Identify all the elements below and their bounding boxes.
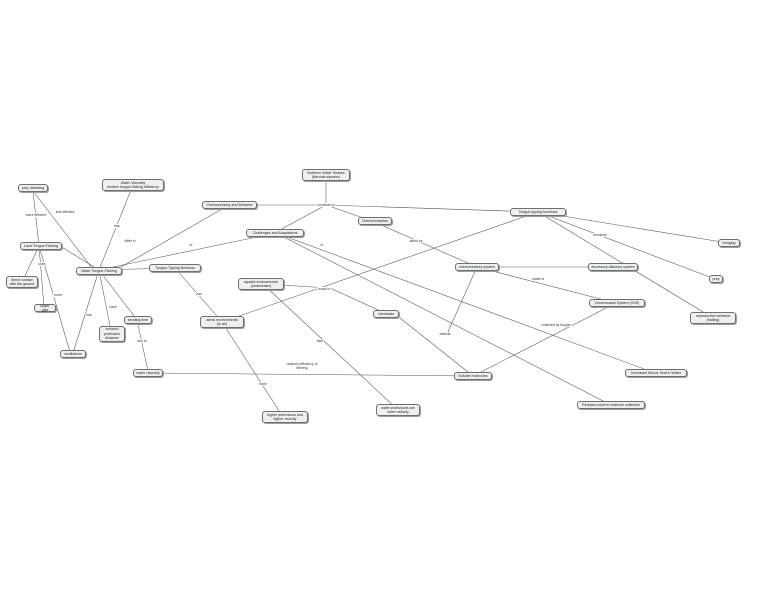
- edge: [98, 189, 132, 271]
- node-water-protrusions[interactable]: water protrusions are lower velocity: [376, 404, 420, 416]
- node-northern-water-snakes[interactable]: Northern Water Snakes (Nerodia sipedon): [302, 169, 350, 181]
- edge-label-have: have: [108, 305, 118, 309]
- edge-label-has-1: has: [113, 224, 121, 228]
- edge-label-connects-to: connects to: [316, 203, 336, 207]
- edge-label-collected-by-tongue: collected by tongue: [540, 323, 572, 327]
- edge-label-to: to: [188, 243, 194, 247]
- node-larger-gap[interactable]: larger gap: [34, 304, 56, 312]
- edge: [22, 245, 40, 281]
- node-soluble-molecules[interactable]: Soluble molecules: [454, 372, 492, 380]
- node-land-tongue-flicking[interactable]: Land Tongue-Flicking: [20, 242, 62, 250]
- edge: [537, 211, 716, 280]
- edge-label-uses: uses: [37, 262, 47, 266]
- edge-label-reduced-efficiency: reduces efficiency of filtering: [285, 362, 319, 370]
- node-higher-protrusions[interactable]: higher protrusions and higher velocity: [262, 411, 308, 423]
- edge: [98, 269, 138, 321]
- edge: [38, 245, 45, 308]
- edge: [98, 232, 277, 271]
- edge-label-has-3: has: [195, 292, 203, 296]
- node-tongue-tipping-functions[interactable]: Tongue tipping functions: [510, 208, 566, 216]
- edge-label-made-of: made of: [530, 277, 546, 281]
- edge-label-due-to: due to: [136, 339, 148, 343]
- edge: [221, 211, 539, 323]
- edge-label-in: in: [319, 243, 325, 247]
- node-chemosensory-behavior[interactable]: Chemosensory and Behavior: [202, 201, 257, 209]
- node-accessory-olfactory[interactable]: accessory olfactory system: [588, 263, 638, 271]
- edge: [59, 245, 100, 271]
- node-aquatic-environments[interactable]: aquatic environments (underwater): [238, 278, 284, 290]
- edge-label-more-efficient: more efficient: [24, 213, 48, 217]
- edge-label-less-efficient: less efficient: [54, 210, 76, 214]
- node-water-tongue-flicking[interactable]: Water Tongue-Flicking: [76, 267, 122, 275]
- edge-label-have-2: have: [258, 382, 268, 386]
- edge: [136, 319, 149, 372]
- edge: [72, 269, 100, 354]
- edge: [98, 269, 112, 332]
- edge-label-aids-in: aided by: [408, 239, 424, 243]
- node-chemosensory-system[interactable]: chemosensory system: [455, 263, 499, 271]
- edge-label-has-2: has: [85, 313, 93, 317]
- node-water-viscosity[interactable]: water viscosity: [133, 369, 163, 377]
- edge: [275, 232, 612, 406]
- edge: [399, 317, 474, 377]
- node-water-viscosity-note[interactable]: Water Viscosity hinders tongue-flicking …: [102, 179, 164, 191]
- edge: [32, 190, 40, 247]
- node-chemoreception[interactable]: Chemoreception: [358, 217, 392, 225]
- node-oscillations[interactable]: oscillations: [60, 350, 86, 358]
- edge: [147, 372, 474, 377]
- node-foraging[interactable]: foraging: [718, 239, 740, 247]
- node-sending-time[interactable]: sending time: [124, 316, 152, 324]
- edge: [537, 211, 729, 244]
- edge: [262, 283, 399, 411]
- edge-label-functions: functions: [592, 233, 608, 237]
- edge-label-detects: detects: [438, 332, 452, 336]
- node-tongue-tipping-behavior[interactable]: Tongue-Tipping Behavior: [149, 264, 201, 272]
- edge: [476, 266, 617, 304]
- node-chemicals[interactable]: chemicals: [373, 310, 399, 318]
- edge: [371, 220, 478, 268]
- node-pray[interactable]: prey: [709, 275, 723, 283]
- edge: [32, 190, 93, 269]
- edge: [472, 302, 617, 377]
- edge: [325, 204, 539, 213]
- node-reproductive-behavior[interactable]: reproductive behavior (trailing): [690, 312, 736, 324]
- node-vomeronasal[interactable]: Vomeronasal System (VNS): [589, 299, 645, 307]
- edge-label-more: more: [53, 293, 63, 297]
- edge: [275, 204, 327, 233]
- edge-label-differs: differ in: [123, 239, 137, 243]
- edge: [221, 321, 284, 418]
- edge-label-face: face: [315, 339, 325, 343]
- node-direct-contact[interactable]: direct contact with the ground: [6, 276, 38, 288]
- edge: [329, 287, 386, 314]
- node-reduces-solvent[interactable]: Reduces solvent molecule collection: [577, 401, 645, 409]
- node-increased-mucus[interactable]: Increased Mucus Seal in Water: [625, 369, 687, 377]
- node-aerial-environments[interactable]: aerial environments (in air): [200, 316, 244, 328]
- edge-label-found-in: found in: [316, 287, 332, 291]
- edge: [275, 232, 656, 374]
- node-reduced-protrusion[interactable]: reduced protrusion distance: [99, 326, 125, 342]
- edge: [120, 204, 230, 268]
- node-challenges-adaptations[interactable]: Challenges and Adaptations: [246, 229, 304, 237]
- edge: [446, 266, 478, 335]
- node-prey-detecting[interactable]: prey detecting: [18, 184, 48, 192]
